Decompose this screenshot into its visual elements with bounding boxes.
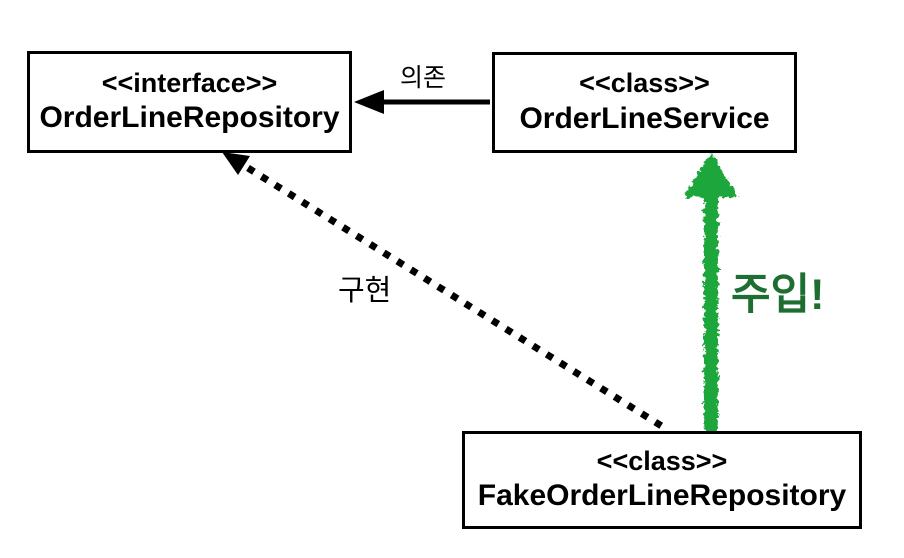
implements-edge-label: 구현 xyxy=(338,275,392,307)
node-stereotype: <<interface>> xyxy=(101,67,278,98)
node-stereotype: <<class>> xyxy=(596,445,728,476)
node-name: OrderLineRepository xyxy=(39,101,340,135)
dependency-edge-label: 의존 xyxy=(399,64,446,92)
injection-arrow xyxy=(684,152,738,435)
node-fake-order-line-repository: <<class>> FakeOrderLineRepository xyxy=(462,431,862,529)
node-order-line-repository: <<interface>> OrderLineRepository xyxy=(27,51,352,153)
node-name: OrderLineService xyxy=(519,101,770,135)
node-stereotype: <<class>> xyxy=(579,68,710,99)
node-name: FakeOrderLineRepository xyxy=(477,479,847,513)
implements-arrow xyxy=(222,152,670,433)
injection-edge-label: 주입! xyxy=(731,271,825,319)
node-order-line-service: <<class>> OrderLineService xyxy=(492,52,797,153)
